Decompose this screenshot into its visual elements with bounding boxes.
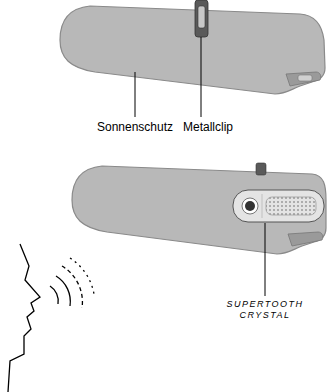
sun-visor [60, 6, 325, 94]
part-label: Metallclip [183, 120, 233, 134]
leader-line [265, 223, 266, 296]
leader-line [135, 72, 136, 117]
handsfree-device [233, 190, 324, 222]
metal-clip [195, 0, 208, 37]
metal-clip [256, 163, 266, 175]
sound-waves [50, 258, 94, 308]
sun-visor [72, 166, 326, 254]
leader-line [201, 37, 202, 117]
face-profile [8, 244, 40, 392]
product-logo: SUPERTOOTH CRYSTAL [226, 299, 303, 321]
part-label: Sonnenschutz [97, 120, 173, 134]
